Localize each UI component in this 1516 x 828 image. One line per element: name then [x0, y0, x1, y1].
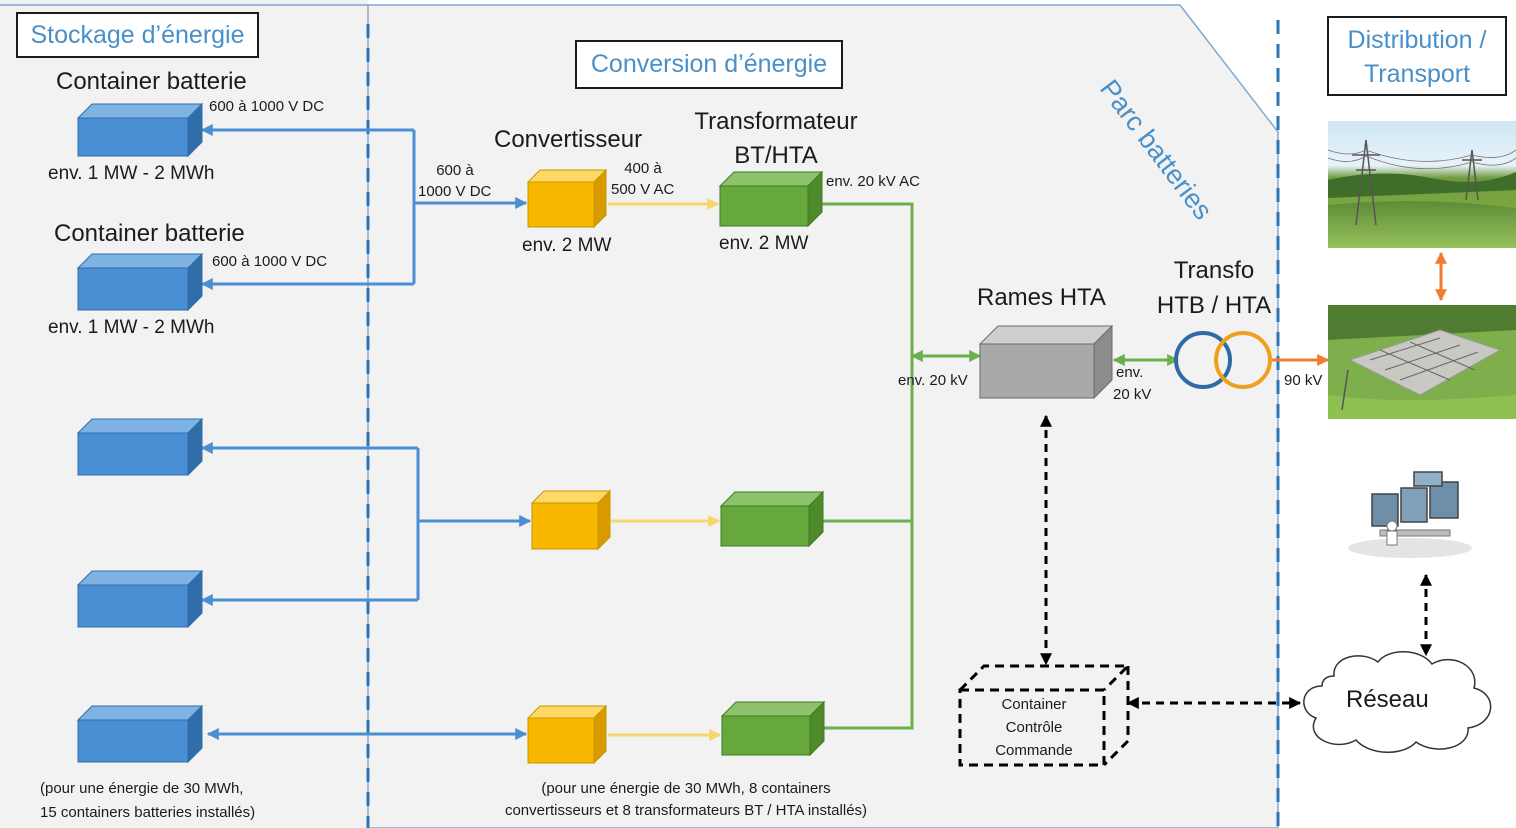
dc-bus-voltage: 600 à [436, 162, 474, 179]
rames-title: Rames HTA [977, 284, 1106, 311]
converter-icon [530, 489, 612, 551]
dc-links [200, 124, 532, 740]
switchgear-icon [978, 324, 1114, 400]
transformer-output-voltage: env. 20 kV AC [826, 173, 920, 190]
control-container-label: Commande [995, 742, 1073, 759]
transformer-title: Transformateur [694, 108, 858, 135]
rames-input-voltage: env. 20 kV [898, 372, 968, 389]
transfo-title: Transfo [1173, 257, 1255, 284]
dc-bus-voltage: 1000 V DC [418, 183, 492, 200]
transformer-icon [720, 700, 826, 757]
converter-power: env. 2 MW [522, 235, 612, 256]
mv-links [822, 202, 1180, 730]
converter-output-voltage: 500 V AC [611, 181, 675, 198]
control-links [1040, 414, 1432, 709]
control-container-icon [958, 664, 1132, 767]
substation-photo [1328, 305, 1516, 419]
section-title-distribution: Distribution / Transport [1327, 16, 1507, 96]
battery-title: Container batterie [56, 68, 247, 95]
hv-voltage: 90 kV [1284, 372, 1323, 389]
transfo-title: HTB / HTA [1156, 292, 1272, 319]
storage-footnote: (pour une énergie de 30 MWh, [40, 780, 244, 797]
storage-footnote: 15 containers batteries installés) [40, 804, 256, 821]
converter-output-voltage: 400 à [624, 160, 662, 177]
transformer-icon [718, 170, 824, 228]
battery-container-icon [76, 252, 204, 312]
converter-title: Convertisseur [494, 126, 643, 153]
battery-container-icon [76, 102, 204, 158]
conversion-footnote: convertisseurs et 8 transformateurs BT /… [504, 802, 868, 819]
control-container-label: Container [1001, 696, 1067, 713]
converter-icon [526, 704, 608, 765]
battery-capacity: env. 1 MW - 2 MWh [48, 163, 215, 184]
hv-links [1272, 251, 1447, 366]
conversion-footnote: (pour une énergie de 30 MWh, 8 container… [541, 780, 831, 797]
section-title-storage: Stockage d’énergie [16, 12, 259, 58]
battery-container-icon [76, 704, 204, 764]
section-title-conversion: Conversion d’énergie [575, 40, 843, 89]
transformer-icon [719, 490, 825, 548]
converter-icon [526, 168, 608, 229]
battery-title: Container batterie [54, 220, 245, 247]
battery-container-icon [76, 569, 204, 629]
control-container-label: Contrôle [1005, 719, 1063, 736]
battery-capacity: env. 1 MW - 2 MWh [48, 317, 215, 338]
battery-voltage: 600 à 1000 V DC [212, 253, 328, 270]
rames-output-voltage: 20 kV [1113, 386, 1152, 403]
htb-hta-transformer-icon [1174, 331, 1272, 389]
transformer-power: env. 2 MW [719, 233, 809, 254]
network-label: Réseau [1346, 686, 1429, 713]
rames-output-voltage: env. [1116, 364, 1144, 381]
cloud-icon [1303, 651, 1492, 753]
battery-container-icon [76, 417, 204, 477]
control-room-photo [1348, 471, 1472, 558]
transformer-title: BT/HTA [734, 142, 818, 169]
power-line-photo [1327, 121, 1516, 248]
battery-voltage: 600 à 1000 V DC [209, 98, 325, 115]
lv-ac-links [608, 198, 722, 741]
